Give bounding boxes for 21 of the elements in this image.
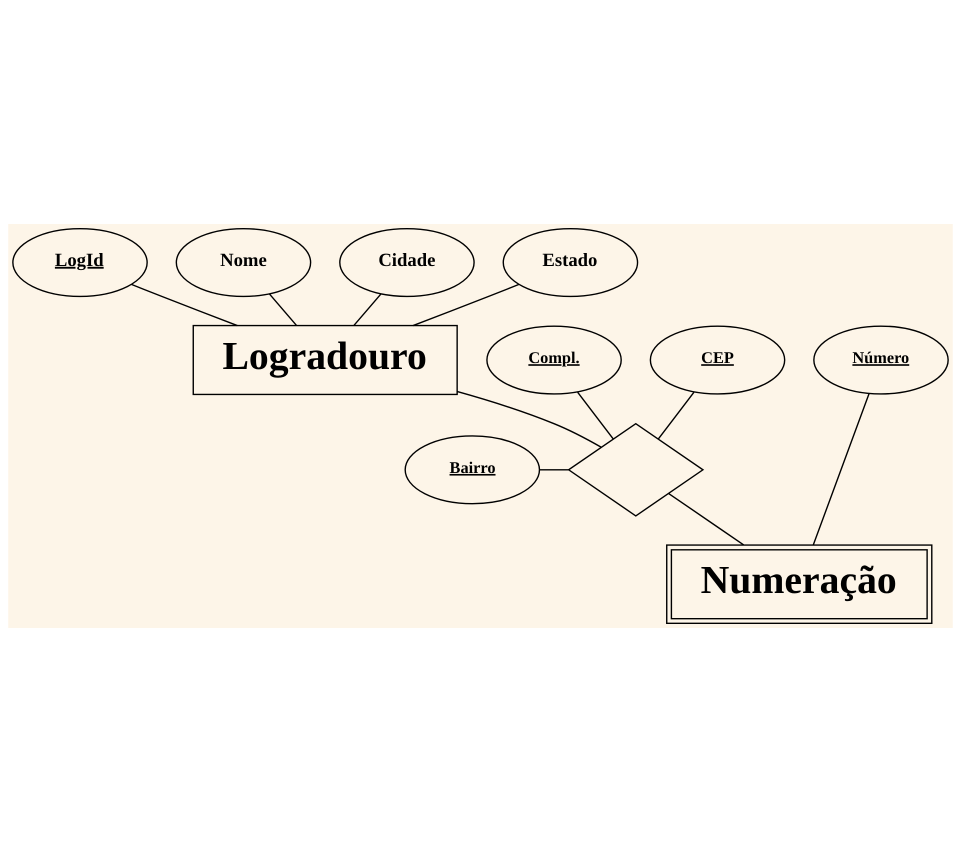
connector — [658, 391, 694, 440]
connector — [131, 283, 238, 326]
connector — [268, 292, 297, 326]
connector — [457, 390, 602, 448]
connector — [577, 391, 614, 440]
connector — [668, 492, 744, 546]
node-diamond — [567, 422, 704, 516]
node-box: Logradouro — [192, 324, 458, 395]
connector — [540, 468, 569, 470]
node-box: Numeração — [666, 544, 932, 624]
node-ellipse: Nome — [176, 227, 312, 297]
node-ellipse: CEP — [650, 324, 786, 394]
connector — [412, 283, 520, 326]
node-ellipse: Cidade — [339, 227, 475, 297]
connector — [353, 292, 382, 326]
node-ellipse: Estado — [502, 227, 638, 297]
node-ellipse: Compl. — [486, 324, 622, 394]
connector — [812, 392, 870, 545]
node-ellipse: Número — [813, 324, 949, 394]
node-ellipse: LogId — [12, 227, 148, 297]
node-ellipse: Bairro — [404, 434, 540, 504]
